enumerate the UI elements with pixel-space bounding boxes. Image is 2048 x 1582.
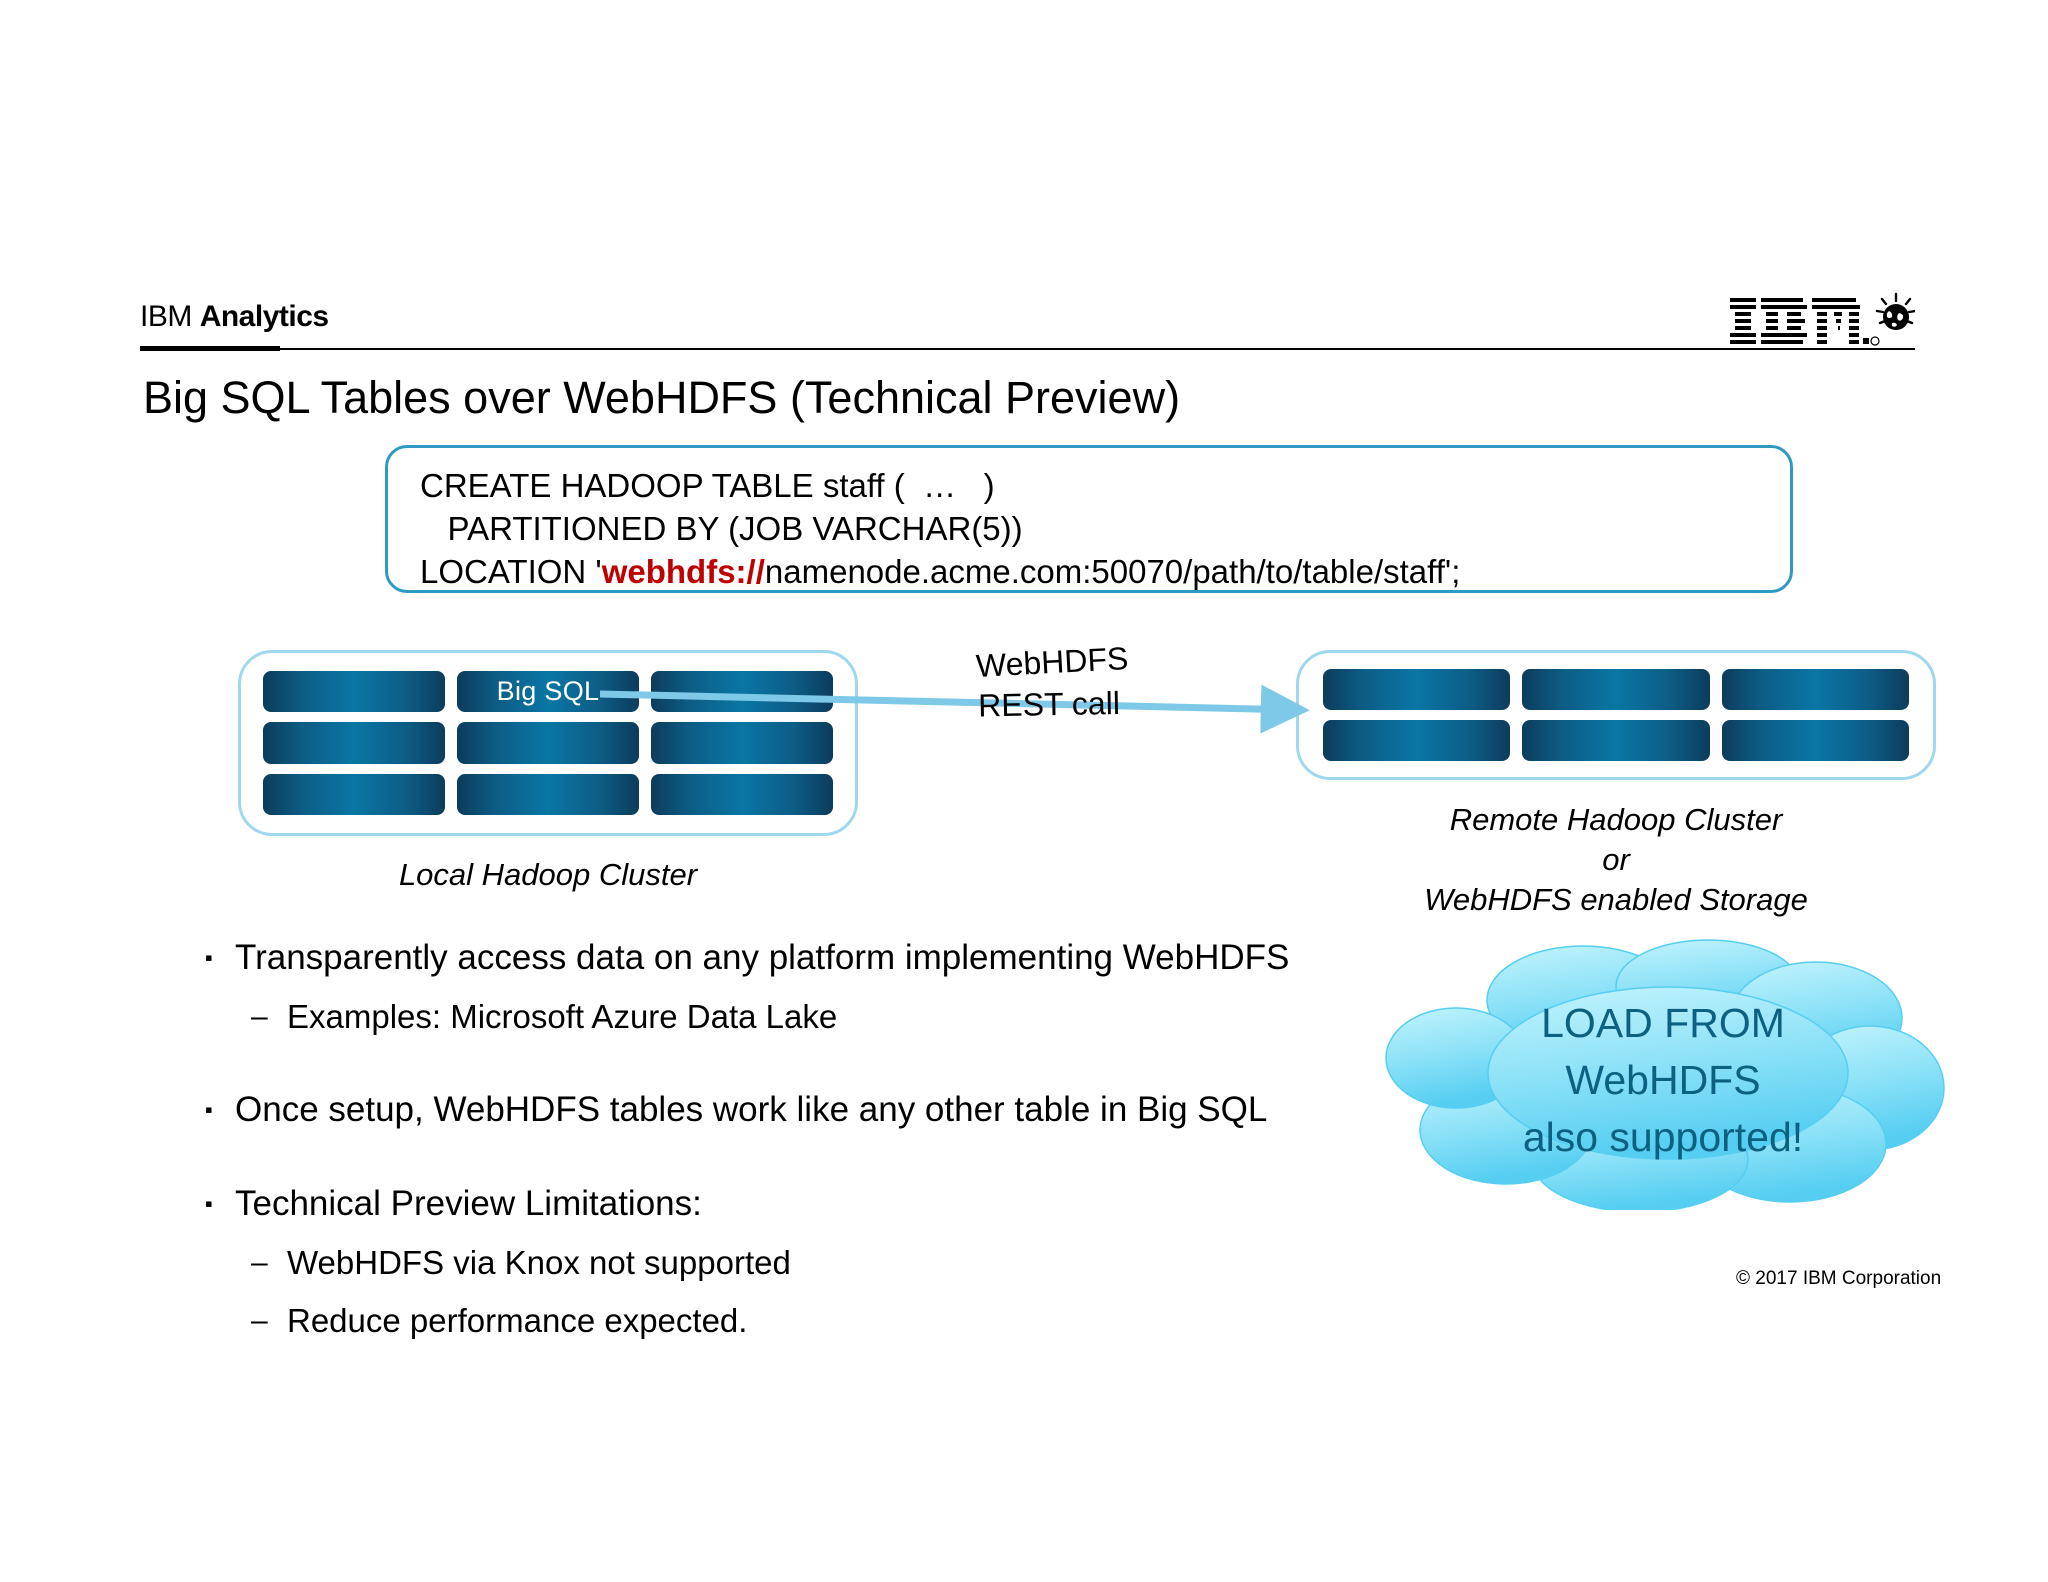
- bullet-list: ▪ Transparently access data on any platf…: [205, 935, 1385, 1343]
- smarter-planet-globe-icon: [1875, 292, 1915, 330]
- sql-code-box: CREATE HADOOP TABLE staff ( … ) PARTITIO…: [385, 445, 1793, 593]
- cluster-node: [1522, 720, 1710, 761]
- bullet-text: Technical Preview Limitations:: [235, 1184, 702, 1223]
- cluster-node: [1721, 720, 1909, 761]
- remote-caption-line-1: Remote Hadoop Cluster: [1449, 802, 1783, 837]
- bullet-text: Examples: Microsoft Azure Data Lake: [287, 998, 838, 1035]
- remote-cluster-caption: Remote Hadoop Cluster or WebHDFS enabled…: [1296, 800, 1936, 920]
- local-cluster-caption: Local Hadoop Cluster: [398, 857, 698, 892]
- cluster-node: [651, 722, 833, 764]
- bullet-marker: ▪: [205, 1097, 213, 1122]
- bullet-item: – Reduce performance expected.: [205, 1299, 1385, 1343]
- arrow-label-line-1: WebHDFS: [975, 640, 1130, 684]
- cluster-node: [1323, 720, 1511, 761]
- bullet-item: ▪ Transparently access data on any platf…: [205, 935, 1385, 981]
- bullet-item: ▪ Technical Preview Limitations:: [205, 1181, 1385, 1227]
- bullet-text: Once setup, WebHDFS tables work like any…: [235, 1090, 1268, 1129]
- page-title: Big SQL Tables over WebHDFS (Technical P…: [143, 372, 1181, 423]
- remote-hadoop-cluster-box: [1296, 650, 1936, 780]
- sql-line-2: PARTITIONED BY (JOB VARCHAR(5)): [420, 510, 1023, 547]
- cluster-node: [1323, 669, 1511, 710]
- spacer: [205, 1133, 1385, 1181]
- ibm-analytics-brand: IBM Analytics: [140, 300, 329, 334]
- ibm-logo-icon: [1730, 292, 1915, 346]
- header-rule-accent: [140, 346, 280, 351]
- local-node-grid: Big SQL: [263, 671, 833, 815]
- bullet-item: ▪ Once setup, WebHDFS tables work like a…: [205, 1087, 1385, 1133]
- brand-analytics: Analytics: [199, 300, 329, 333]
- cluster-node: [457, 722, 639, 764]
- copyright-notice: © 2017 IBM Corporation: [1736, 1268, 1942, 1289]
- cluster-node: [263, 773, 445, 815]
- spacer: [205, 1285, 1385, 1299]
- spacer: [205, 1039, 1385, 1087]
- cluster-node: [1522, 669, 1710, 710]
- bullet-marker: –: [251, 1304, 268, 1337]
- sql-webhdfs-scheme: webhdfs://: [601, 553, 765, 590]
- spacer: [205, 1227, 1385, 1241]
- remote-caption-line-3: WebHDFS enabled Storage: [1424, 882, 1808, 917]
- remote-node-grid: [1323, 669, 1909, 761]
- bullet-text: Transparently access data on any platfor…: [235, 938, 1290, 977]
- bullet-marker: –: [251, 1246, 268, 1279]
- cluster-node-big-sql: Big SQL: [457, 671, 639, 713]
- sql-location-suffix: namenode.acme.com:50070/path/to/table/st…: [764, 553, 1461, 590]
- bullet-text: Reduce performance expected.: [287, 1302, 748, 1339]
- sql-line-3: LOCATION 'webhdfs://namenode.acme.com:50…: [420, 550, 1790, 593]
- cluster-node: [263, 722, 445, 764]
- node-label-big-sql: Big SQL: [496, 676, 600, 707]
- bullet-text: WebHDFS via Knox not supported: [287, 1244, 791, 1281]
- cluster-node: [651, 773, 833, 815]
- arrow-label-line-2: REST call: [977, 684, 1121, 724]
- brand-ibm: IBM: [140, 300, 192, 333]
- cluster-node: [651, 671, 833, 713]
- bullet-marker: ▪: [205, 1191, 213, 1216]
- cluster-node: [1721, 669, 1909, 710]
- arrow-label: WebHDFS REST call: [975, 637, 1132, 729]
- cloud-callout-icon: [1385, 939, 1945, 1210]
- sql-line-1: CREATE HADOOP TABLE staff ( … ): [420, 467, 995, 504]
- sql-location-prefix: LOCATION ': [420, 553, 602, 590]
- header-rule: [140, 348, 1915, 350]
- cluster-node: [263, 671, 445, 713]
- local-hadoop-cluster-box: Big SQL: [238, 650, 858, 836]
- bullet-marker: –: [251, 1000, 268, 1033]
- remote-caption-line-2: or: [1602, 842, 1630, 877]
- bullet-marker: ▪: [205, 945, 213, 970]
- bullet-item: – WebHDFS via Knox not supported: [205, 1241, 1385, 1285]
- cluster-node: [457, 773, 639, 815]
- spacer: [205, 981, 1385, 995]
- bullet-item: – Examples: Microsoft Azure Data Lake: [205, 995, 1385, 1039]
- slide-header: IBM Analytics: [140, 292, 1915, 360]
